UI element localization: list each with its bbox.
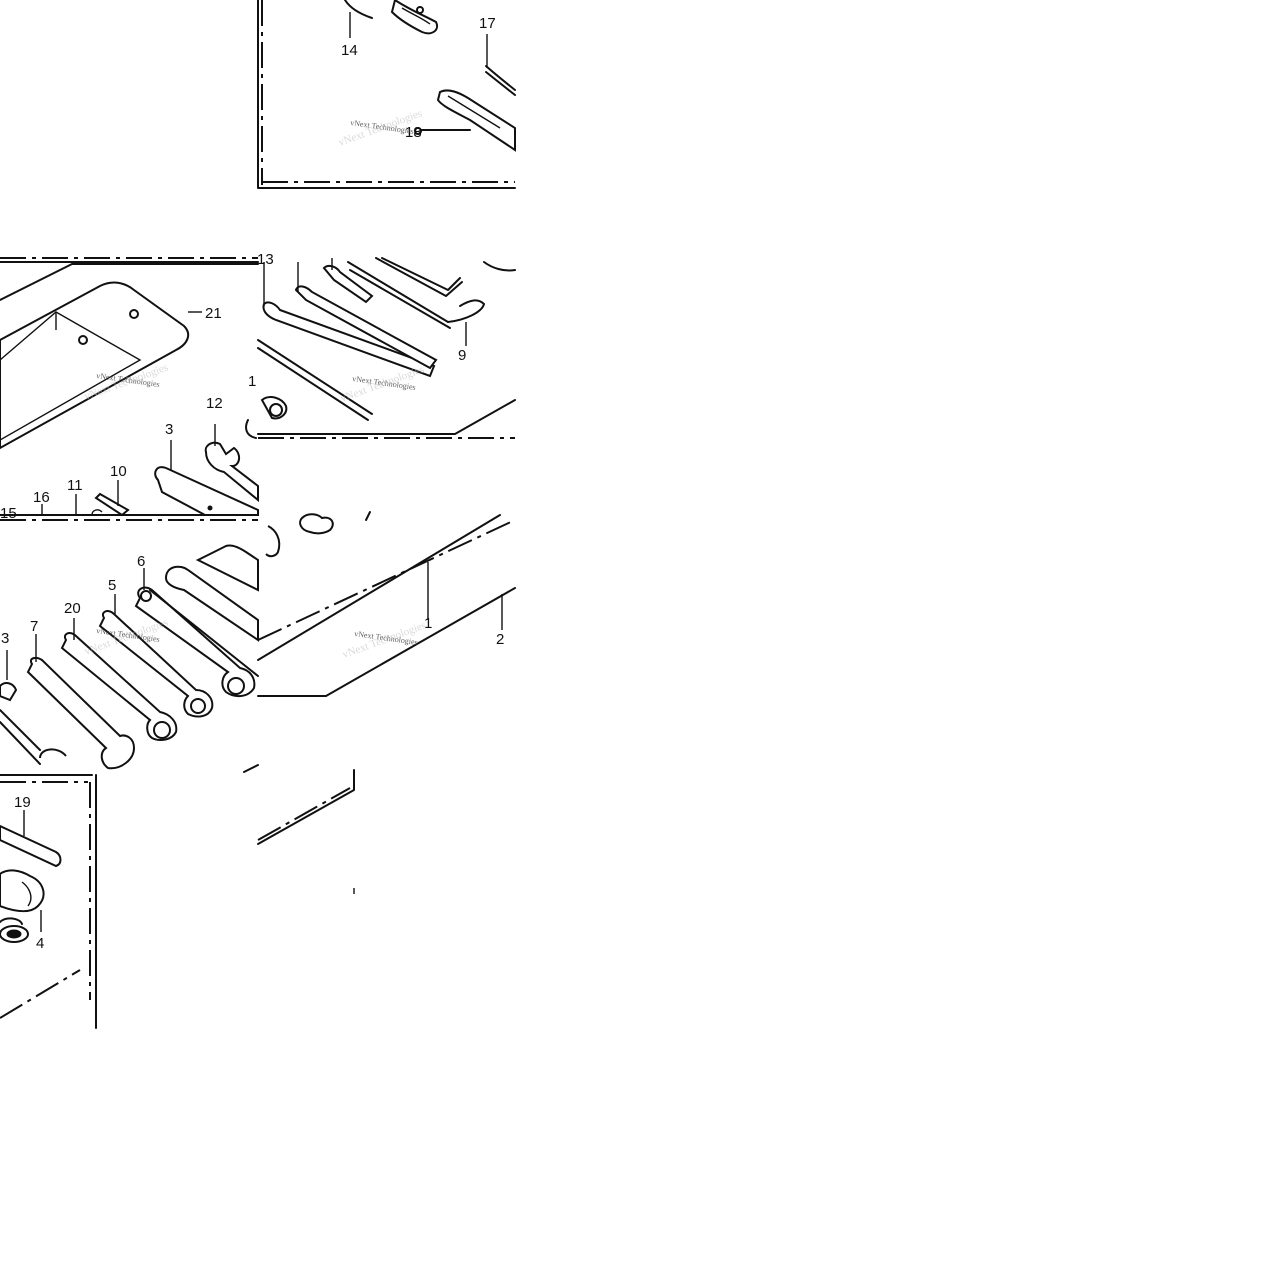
panel-wrench-set [0,544,259,1029]
callout-11: 11 [67,477,83,494]
socket-4 [0,869,45,943]
callout-17: 17 [479,15,496,32]
callout-16: 16 [33,489,50,506]
screwdriver-long [294,262,438,370]
wrench-20 [60,618,178,741]
callout-labels: 14 17 18 21 13 9 1 12 3 10 11 16 15 6 5 … [0,15,504,952]
callout-6: 6 [137,553,145,570]
tool-bag-21 [0,281,190,450]
callout-13: 13 [257,251,274,268]
panel-tools-pliers [257,0,516,189]
callout-14: 14 [341,42,358,59]
small-driver [322,258,374,304]
wrench-ends [265,511,371,558]
callout-15: 15 [0,505,17,522]
hex-key-9 [347,257,485,346]
callout-3b: 3 [1,630,9,647]
callout-19: 19 [14,794,31,811]
panel-screwdrivers [257,257,516,439]
callout-20: 20 [64,600,81,617]
screwdriver-17 [485,65,516,96]
pliers-tool [344,0,438,35]
rod-10 [94,480,130,517]
callout-21: 21 [205,305,222,322]
callout-3: 3 [165,421,173,438]
callout-1: 1 [424,615,432,632]
panel-tool-bag [0,257,288,521]
callout-9: 9 [458,347,466,364]
callout-1-top: 1 [248,373,256,390]
wrench-partial [39,748,259,773]
socket-bar [164,544,259,642]
wrench-5 [98,594,214,718]
wrench-12 [204,424,259,503]
screwdriver-13 [262,262,436,378]
wrench-7 [26,634,136,770]
callout-2: 2 [496,631,504,648]
callout-12: 12 [206,395,223,412]
callout-7: 7 [30,618,38,635]
screwdriver-lower [257,339,373,421]
panel-outer-case [257,511,516,894]
callout-5: 5 [108,577,116,594]
callout-4: 4 [36,935,44,952]
spanner-3 [154,440,259,516]
wrench-3b [0,650,41,765]
socket-tool-1 [245,396,288,439]
wrench-6 [134,568,259,698]
callout-18: 18 [405,124,422,141]
socket-19 [0,810,62,868]
screwdriver-18 [414,89,516,152]
callout-10: 10 [110,463,127,480]
